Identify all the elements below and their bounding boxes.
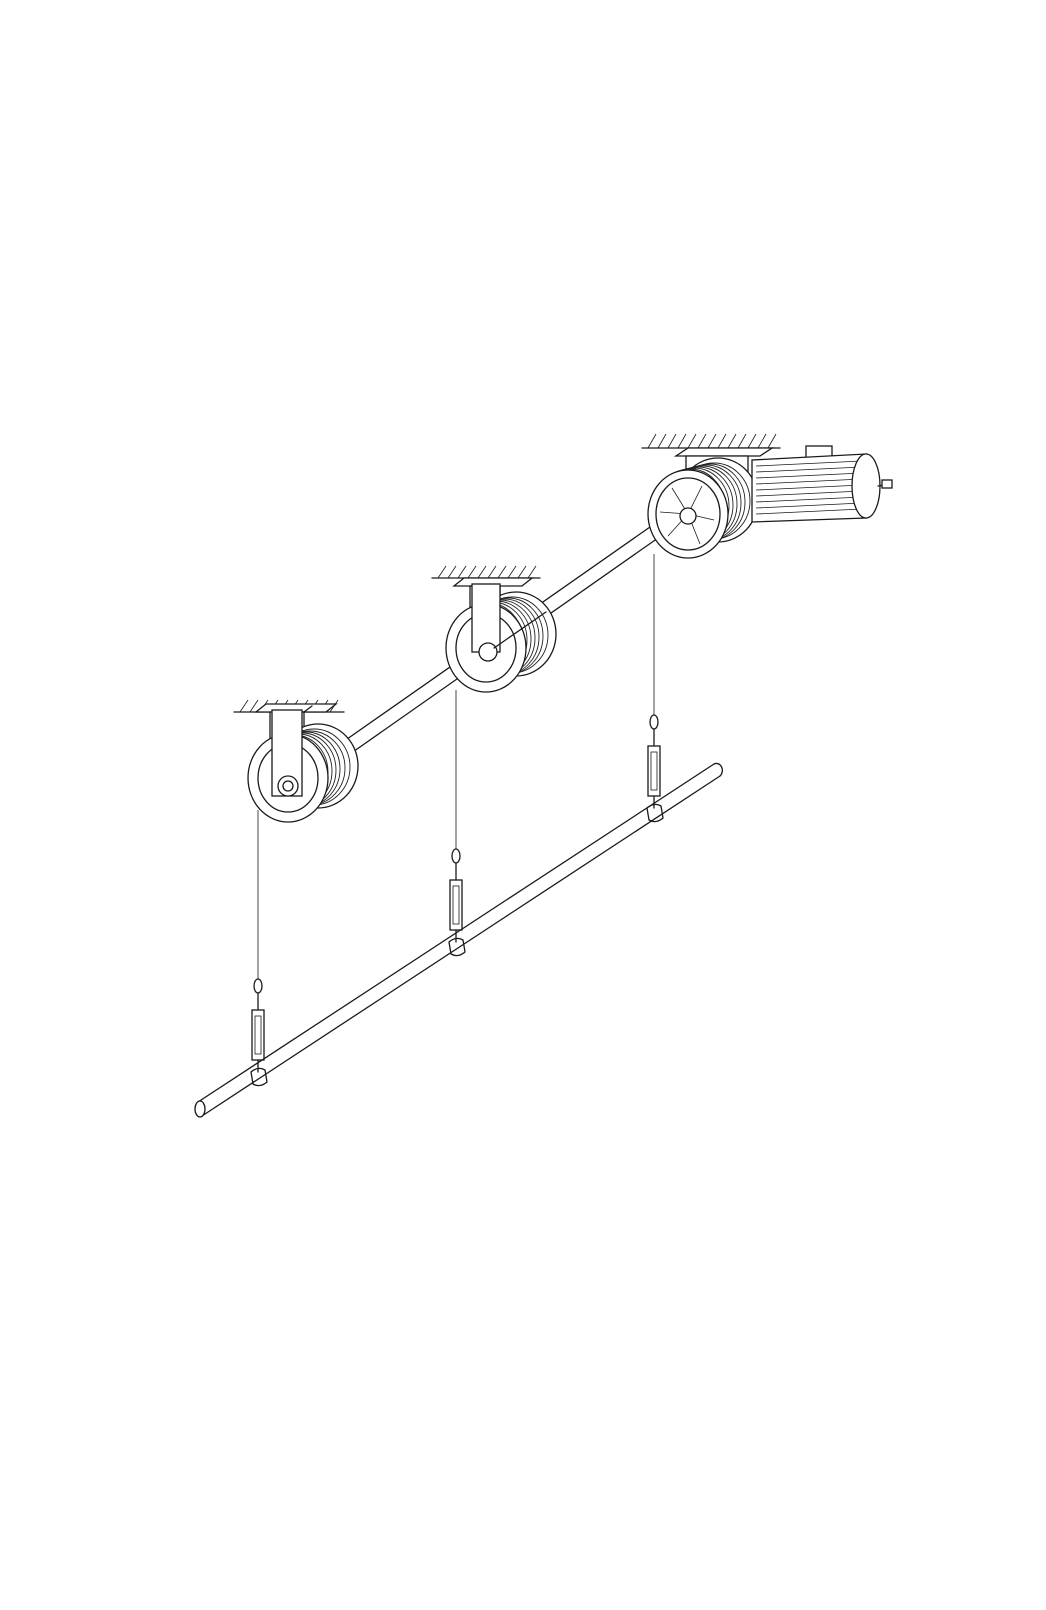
turnbuckle-3 [647, 714, 661, 809]
lower-bar [194, 762, 723, 1118]
suspension-cables [257, 554, 655, 980]
cable-drum-3 [647, 457, 759, 559]
cable-drum-2 [445, 583, 557, 693]
drive-motor [751, 445, 893, 523]
turnbuckle-2 [449, 848, 463, 943]
turnbuckle-1 [251, 978, 265, 1073]
cable-drum-1 [247, 709, 359, 823]
